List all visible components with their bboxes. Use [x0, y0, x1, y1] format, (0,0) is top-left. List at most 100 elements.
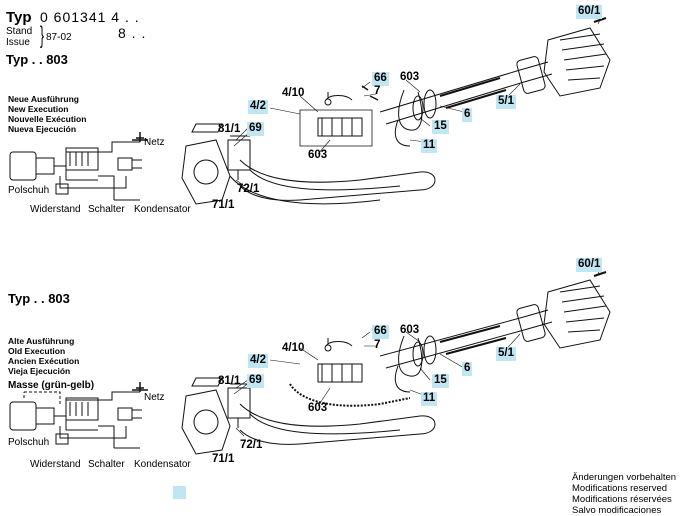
issue-label: Issue	[6, 37, 30, 48]
stand-label: Stand	[6, 26, 33, 37]
lower-typ-label: Typ . . 803	[8, 291, 70, 306]
second-code: 8 . .	[118, 25, 147, 41]
tube	[379, 317, 525, 369]
motor-symbol	[9, 401, 37, 431]
head-housing	[543, 279, 611, 349]
callout-603: 603	[400, 324, 420, 336]
typ2-label: Typ . . 803	[6, 52, 68, 67]
legend-line-es: Vieja Ejecución	[8, 366, 71, 376]
netz-label: Netz	[144, 137, 165, 148]
callout-66: 66	[372, 72, 389, 86]
wire-loom-old	[289, 383, 411, 407]
part-11	[394, 119, 411, 147]
footer-line-en: Modifications reserved	[572, 483, 668, 494]
upper-wiring-schematic	[9, 132, 148, 201]
callout-71-1: 71/1	[212, 453, 235, 465]
callout-71-1: 71/1	[212, 199, 235, 211]
part-11	[394, 365, 411, 393]
gasket	[516, 304, 546, 342]
footer-line-de: Änderungen vorbehalten	[572, 472, 677, 483]
kondensator-label: Kondensator	[134, 204, 191, 215]
callout-72-1: 72/1	[240, 439, 263, 451]
footer-notice: Änderungen vorbehalten Modifications res…	[572, 472, 676, 516]
callout-81-1: 81/1	[218, 375, 241, 387]
kondensator-label: Kondensator	[134, 459, 191, 470]
callout-6: 6	[462, 362, 473, 376]
callout-69: 69	[247, 122, 264, 136]
upper-assembly	[181, 17, 611, 205]
collar	[423, 89, 437, 119]
collar	[423, 335, 437, 365]
highlight-swatch	[173, 486, 186, 499]
callout-6: 6	[462, 108, 473, 122]
callout-15: 15	[432, 120, 449, 134]
legend-line-fr: Nouvelle Exécution	[8, 114, 87, 124]
gasket	[516, 56, 546, 94]
netz-label: Netz	[144, 392, 165, 403]
head-housing	[543, 27, 611, 97]
callout-60-1: 60/1	[576, 5, 603, 19]
motor-housing	[35, 407, 55, 425]
callout-15: 15	[432, 374, 449, 388]
brace: }	[40, 22, 45, 49]
motor-symbol	[9, 151, 37, 181]
polschuh-label: Polschuh	[8, 185, 50, 196]
end-cap-71-1	[181, 139, 231, 205]
legend-line-de: Neue Ausführung	[8, 94, 79, 104]
legend-line-fr: Ancien Exécution	[8, 356, 80, 366]
schalter-label: Schalter	[88, 459, 125, 470]
callout-11: 11	[421, 392, 438, 406]
callout-60-1: 60/1	[576, 258, 603, 272]
callout-5-1: 5/1	[496, 95, 516, 109]
switch-72-1	[227, 387, 251, 419]
callout-7: 7	[374, 339, 381, 351]
callout-4-2: 4/2	[248, 100, 268, 114]
leader-lines	[233, 19, 601, 437]
widerstand-label: Widerstand	[30, 459, 81, 470]
terminal-block	[317, 117, 363, 137]
issue-date: 87-02	[46, 32, 72, 43]
legend-line-de: Alte Ausführung	[8, 336, 75, 346]
part-15	[398, 335, 423, 377]
wire-loom	[239, 403, 436, 445]
lower-wiring-schematic	[9, 382, 148, 449]
wire-loom	[239, 159, 436, 201]
upper-legend: Neue Ausführung New Execution Nouvelle E…	[8, 94, 86, 134]
widerstand-label: Widerstand	[30, 204, 81, 215]
switch-72-1	[227, 139, 251, 171]
callout-4-2: 4/2	[248, 354, 268, 368]
screw-60-1	[593, 271, 607, 277]
typ-label: Typ	[6, 9, 32, 26]
schalter-label: Schalter	[88, 204, 125, 215]
legend-line-en: Old Execution	[8, 346, 66, 356]
callout-81-1: 81/1	[218, 123, 241, 135]
lower-legend: Alte Ausführung Old Execution Ancien Exé…	[8, 336, 79, 376]
plate-81-1	[191, 377, 223, 387]
legend-line-es: Nueva Ejecución	[8, 124, 77, 134]
callout-603b: 603	[308, 402, 328, 414]
callout-603: 603	[400, 71, 420, 83]
typ-number: 0 601341 4 . .	[40, 9, 140, 25]
legend-line-en: New Execution	[8, 104, 69, 114]
plate-81-1	[191, 123, 223, 133]
callout-66: 66	[372, 325, 389, 339]
callout-11: 11	[421, 139, 438, 153]
part-15	[398, 89, 423, 131]
lower-assembly	[181, 271, 611, 455]
callout-4-10: 4/10	[282, 87, 305, 99]
callout-603b: 603	[308, 149, 328, 161]
terminal-block	[317, 363, 363, 383]
callout-69: 69	[247, 374, 264, 388]
footer-line-es: Salvo modificaciones	[572, 505, 662, 516]
motor-housing	[35, 157, 55, 175]
masse-label: Masse (grün-gelb)	[8, 380, 95, 391]
footer-line-fr: Modifications réservées	[572, 494, 672, 505]
callout-7: 7	[374, 85, 381, 97]
callout-72-1: 72/1	[237, 183, 260, 195]
polschuh-label: Polschuh	[8, 437, 50, 448]
tube	[379, 69, 525, 125]
end-cap-71-1	[181, 389, 231, 455]
callout-4-10: 4/10	[282, 342, 305, 354]
